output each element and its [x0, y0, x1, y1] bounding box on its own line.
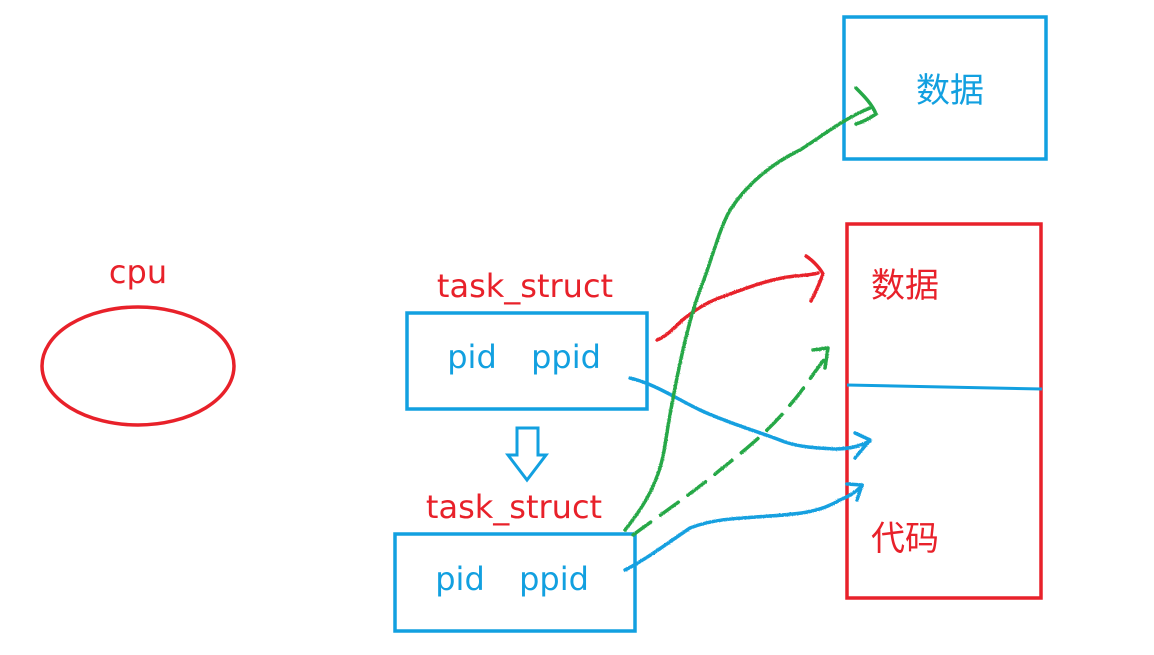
parent-ppid-field: ppid [531, 338, 601, 376]
parent-to-data-arrow [655, 254, 825, 342]
parent-task-struct-title: task_struct [437, 267, 613, 305]
parent-code-label: 代码 [871, 519, 939, 559]
memory-divider-line [846, 383, 1043, 391]
child-pid-field: pid [435, 560, 485, 598]
child-to-code-arrow [623, 482, 864, 572]
cpu-label: cpu [109, 253, 167, 291]
parent-pid-field: pid [447, 338, 497, 376]
cpu-ellipse [40, 305, 236, 427]
child-task-struct-title: task_struct [426, 488, 602, 526]
child-to-parent-data-dashed-arrow [631, 346, 830, 537]
child-to-copied-data-arrow [623, 86, 878, 532]
parent-data-label: 数据 [871, 266, 939, 306]
child-data-box [842, 15, 1048, 161]
child-task-struct-box [393, 532, 637, 633]
child-data-label: 数据 [916, 71, 984, 111]
child-ppid-field: ppid [519, 560, 589, 598]
fork-down-arrow [504, 426, 550, 483]
parent-memory-box [845, 222, 1043, 600]
parent-to-code-arrow [628, 376, 872, 460]
parent-task-struct-box [405, 311, 649, 411]
